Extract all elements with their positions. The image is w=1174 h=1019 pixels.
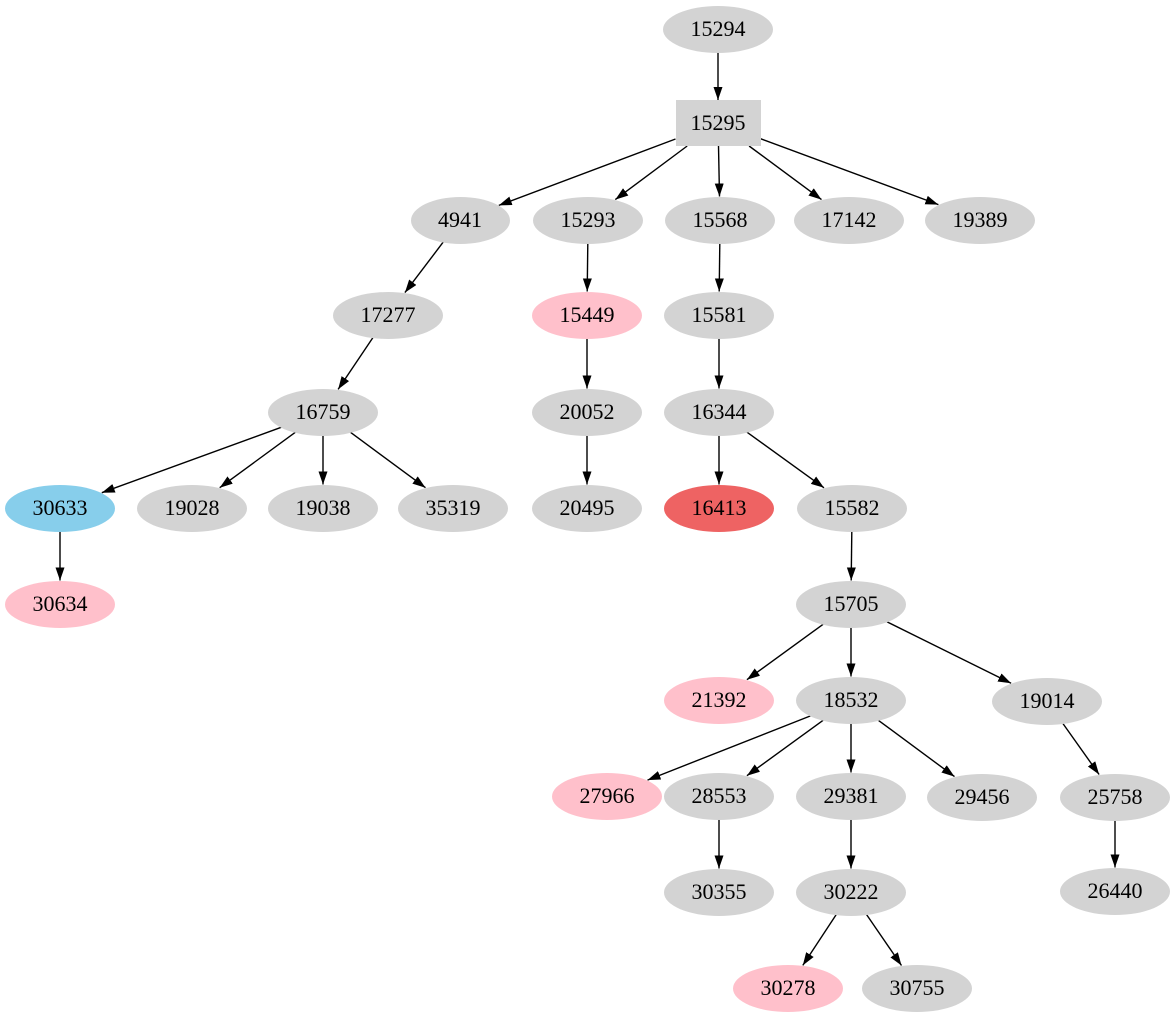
graph-node-30755: 30755	[862, 964, 972, 1012]
graph-edge-15705-21392	[746, 623, 824, 681]
graph-node-15294: 15294	[663, 5, 773, 53]
graph-node-15568: 15568	[665, 196, 775, 244]
graph-edge-19014-25758	[1062, 723, 1100, 775]
graph-edge-16759-30633	[101, 426, 282, 494]
graph-node-19038: 19038	[268, 484, 378, 532]
graph-node-15582: 15582	[797, 484, 907, 532]
graph-node-25758: 25758	[1060, 773, 1170, 821]
graph-node-20495: 20495	[532, 484, 642, 532]
graph-node-21392: 21392	[664, 676, 774, 724]
graph-node-20052: 20052	[532, 388, 642, 436]
graph-edge-16759-19028	[219, 431, 296, 489]
graph-edge-15295-19389	[760, 138, 939, 206]
graph-node-30278: 30278	[733, 964, 843, 1012]
graph-edge-15293-15449	[582, 243, 592, 292]
graph-node-27966: 27966	[552, 772, 662, 820]
graph-node-17142: 17142	[794, 196, 904, 244]
graph-node-28553: 28553	[664, 772, 774, 820]
graph-node-15581: 15581	[664, 291, 774, 339]
graph-node-19014: 19014	[992, 677, 1102, 725]
graph-edge-30222-30755	[865, 914, 903, 966]
graph-edge-15295-15568	[714, 145, 724, 197]
graph-node-19028: 19028	[137, 484, 247, 532]
graph-node-30634: 30634	[5, 580, 115, 628]
graph-node-16344: 16344	[664, 388, 774, 436]
graph-node-29456: 29456	[927, 773, 1037, 821]
graph-node-30633: 30633	[5, 484, 115, 532]
graph-node-17277: 17277	[333, 291, 443, 339]
graph-edge-17277-16759	[337, 337, 374, 390]
graph-edge-18532-27966	[647, 715, 811, 781]
graph-edge-4941-17277	[404, 241, 444, 294]
graph-node-35319: 35319	[398, 484, 508, 532]
graph-node-18532: 18532	[796, 676, 906, 724]
graph-node-30355: 30355	[664, 868, 774, 916]
graph-edge-16759-35319	[350, 431, 426, 489]
graph-edge-16344-15582	[746, 431, 825, 489]
graph-edge-30222-30278	[802, 914, 837, 966]
graph-node-15295: 15295	[675, 100, 761, 146]
graph-edge-15295-17142	[748, 145, 822, 201]
graph-node-15293: 15293	[533, 196, 643, 244]
graph-edge-18532-28553	[746, 719, 824, 777]
graph-edge-18532-29456	[878, 719, 955, 778]
graph-node-15705: 15705	[796, 580, 906, 628]
graph-node-30222: 30222	[796, 868, 906, 916]
graph-edge-15295-15293	[614, 145, 688, 201]
graph-node-26440: 26440	[1060, 867, 1170, 915]
graph-node-16759: 16759	[268, 388, 378, 436]
graph-edge-15705-19014	[886, 621, 1012, 684]
graph-edge-15568-15581	[714, 243, 724, 292]
graph-node-19389: 19389	[925, 196, 1035, 244]
graph-node-29381: 29381	[796, 772, 906, 820]
graph-node-15449: 15449	[532, 291, 642, 339]
graph-node-16413: 16413	[664, 484, 774, 532]
graph-edge-15295-4941	[498, 138, 676, 207]
graph-edge-15582-15705	[846, 531, 856, 581]
graph-node-4941: 4941	[410, 196, 510, 244]
